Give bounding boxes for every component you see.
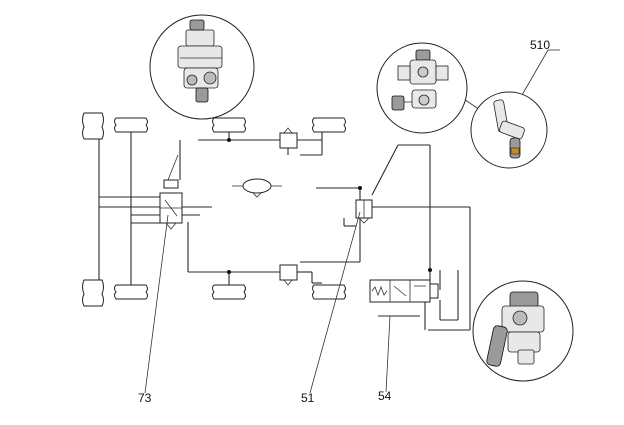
solenoid-valve-54-symbol [369,279,439,303]
top-check-valve-symbol [279,127,298,149]
levelling-valve-73-symbol [159,179,183,230]
callout-54: 54 [378,389,392,403]
pipe-network [98,125,471,331]
valve-51-symbol [355,199,373,224]
leader-lines [144,49,560,394]
solenoid-valve-photo-icon [376,42,468,134]
air-bellow-icon [114,117,148,300]
air-bellow-icon [82,112,104,307]
callout-73: 73 [138,391,152,405]
air-bellow-icon [312,117,346,300]
height-sensor-photo-icon [470,91,548,169]
callout-510: 510 [530,38,550,52]
valve-block-photo-icon [472,280,574,382]
levelling-valve-photo-icon [149,14,255,120]
bottom-check-valve-symbol [279,264,298,286]
callout-51: 51 [301,391,315,405]
air-tank-icon [232,178,282,198]
air-bellow-icon [212,117,246,300]
junction-dots [227,138,432,274]
